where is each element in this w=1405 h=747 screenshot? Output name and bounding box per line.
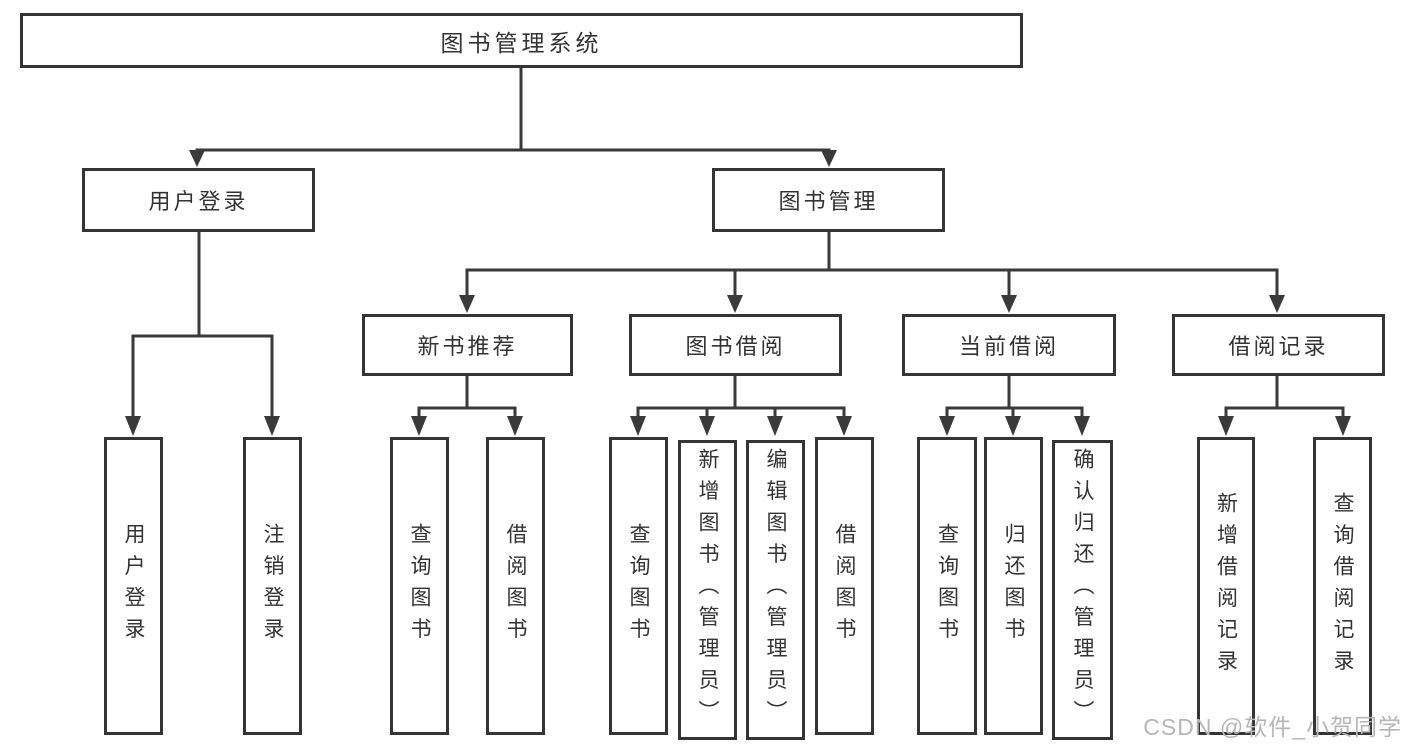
arrowhead-borrow-records (1269, 295, 1285, 313)
arrowhead-leaf-borrow-1 (630, 416, 646, 436)
arrowhead-leaf-borrow-4 (836, 416, 852, 436)
leaf-borrow-query-books-label: 查询图书 (627, 523, 650, 649)
node-new-book-recommend: 新书推荐 (362, 314, 573, 376)
leaf-current-confirm-return-admin: 确认归还（管理员） (1052, 440, 1113, 740)
leaf-recommend-borrow-books: 借阅图书 (486, 437, 545, 735)
csdn-watermark: CSDN @软件_小贺同学 (1143, 714, 1402, 740)
arrowhead-leaf-records-1 (1218, 416, 1234, 436)
leaf-borrow-add-books-admin-label: 新增图书（管理员） (696, 448, 719, 732)
leaf-current-confirm-return-admin-label: 确认归还（管理员） (1071, 448, 1094, 732)
node-current-borrow: 当前借阅 (902, 314, 1116, 376)
leaf-user-login-label: 用户登录 (122, 523, 145, 649)
leaf-borrow-borrow-books-label: 借阅图书 (833, 523, 856, 649)
arrowhead-new-books (459, 295, 475, 313)
leaf-current-query-books-label: 查询图书 (935, 523, 959, 649)
leaf-records-add-record: 新增借阅记录 (1197, 437, 1255, 735)
node-user-login: 用户登录 (82, 168, 315, 232)
leaf-recommend-query-books: 查询图书 (390, 437, 449, 735)
node-user-login-label: 用户登录 (148, 189, 249, 214)
leaf-current-query-books: 查询图书 (917, 437, 977, 735)
leaf-logout: 注销登录 (243, 437, 302, 735)
arrowhead-book-borrow (727, 295, 743, 313)
leaf-recommend-borrow-books-label: 借阅图书 (504, 523, 527, 649)
leaf-logout-label: 注销登录 (261, 523, 284, 649)
leaf-current-return-books-label: 归还图书 (1002, 523, 1025, 649)
node-root: 图书管理系统 (20, 13, 1023, 68)
node-current-borrow-label: 当前借阅 (958, 334, 1059, 359)
node-borrow-records: 借阅记录 (1172, 314, 1385, 376)
node-book-management: 图书管理 (712, 168, 945, 232)
node-borrow-records-label: 借阅记录 (1228, 334, 1329, 359)
node-new-book-recommend-label: 新书推荐 (417, 334, 518, 359)
arrowhead-leaf-login-2 (264, 416, 280, 436)
arrowhead-current-borrow (1001, 295, 1017, 313)
leaf-records-add-record-label: 新增借阅记录 (1214, 491, 1238, 681)
arrowhead-leaf-records-2 (1335, 416, 1351, 436)
arrowhead-leaf-borrow-2 (699, 416, 715, 436)
leaf-recommend-query-books-label: 查询图书 (408, 523, 431, 649)
node-root-label: 图书管理系统 (440, 29, 603, 56)
leaf-records-query-record-label: 查询借阅记录 (1331, 491, 1354, 681)
arrowhead-leaf-borrow-3 (767, 416, 783, 436)
arrowhead-leaf-recommend-1 (411, 416, 427, 436)
node-book-borrow: 图书借阅 (629, 314, 842, 376)
leaf-records-query-record: 查询借阅记录 (1313, 437, 1372, 735)
arrowhead-leaf-login-1 (125, 416, 141, 436)
arrowhead-user-login (189, 150, 205, 167)
arrowhead-leaf-current-3 (1074, 416, 1090, 436)
arrowhead-book-mgmt (821, 150, 837, 167)
leaf-borrow-query-books: 查询图书 (609, 437, 668, 735)
arrowhead-leaf-recommend-2 (507, 416, 523, 436)
leaf-borrow-add-books-admin: 新增图书（管理员） (678, 440, 737, 740)
leaf-borrow-edit-books-admin: 编辑图书（管理员） (746, 440, 805, 740)
node-book-management-label: 图书管理 (778, 189, 879, 214)
leaf-borrow-borrow-books: 借阅图书 (815, 437, 874, 735)
node-book-borrow-label: 图书借阅 (685, 334, 786, 359)
arrowhead-leaf-current-1 (939, 416, 955, 436)
leaf-user-login: 用户登录 (104, 437, 163, 735)
leaf-borrow-edit-books-admin-label: 编辑图书（管理员） (764, 448, 787, 732)
arrowhead-leaf-current-2 (1005, 416, 1021, 436)
leaf-current-return-books: 归还图书 (984, 437, 1043, 735)
